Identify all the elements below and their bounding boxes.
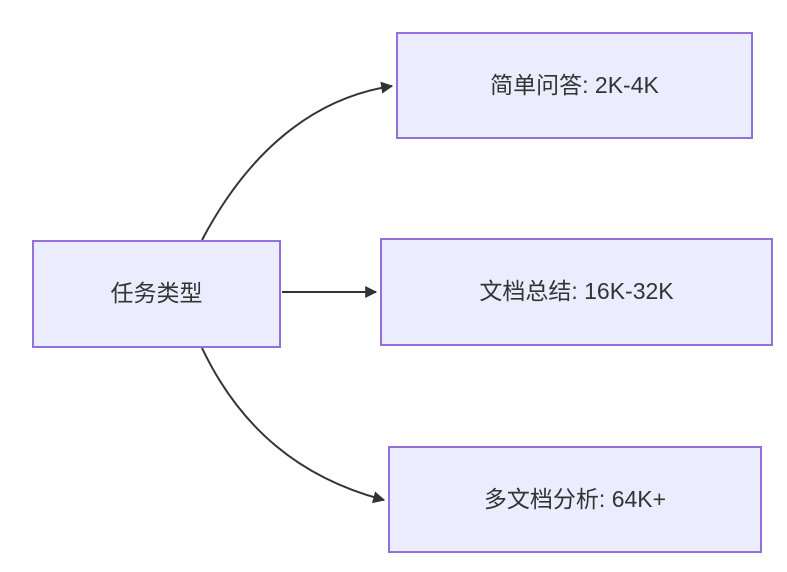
node-doc-summary-label: 文档总结: 16K-32K <box>479 278 674 305</box>
node-task-type-label: 任务类型 <box>110 280 203 307</box>
node-simple-qa: 简单问答: 2K-4K <box>396 32 753 139</box>
node-multi-doc-analysis-label: 多文档分析: 64K+ <box>483 485 667 512</box>
node-simple-qa-label: 简单问答: 2K-4K <box>490 71 659 98</box>
edge-task-type-to-multi-doc-analysis <box>201 347 386 504</box>
node-doc-summary: 文档总结: 16K-32K <box>380 238 773 346</box>
node-task-type: 任务类型 <box>32 240 281 348</box>
node-multi-doc-analysis: 多文档分析: 64K+ <box>388 446 762 553</box>
edge-task-type-to-simple-qa <box>201 81 394 241</box>
